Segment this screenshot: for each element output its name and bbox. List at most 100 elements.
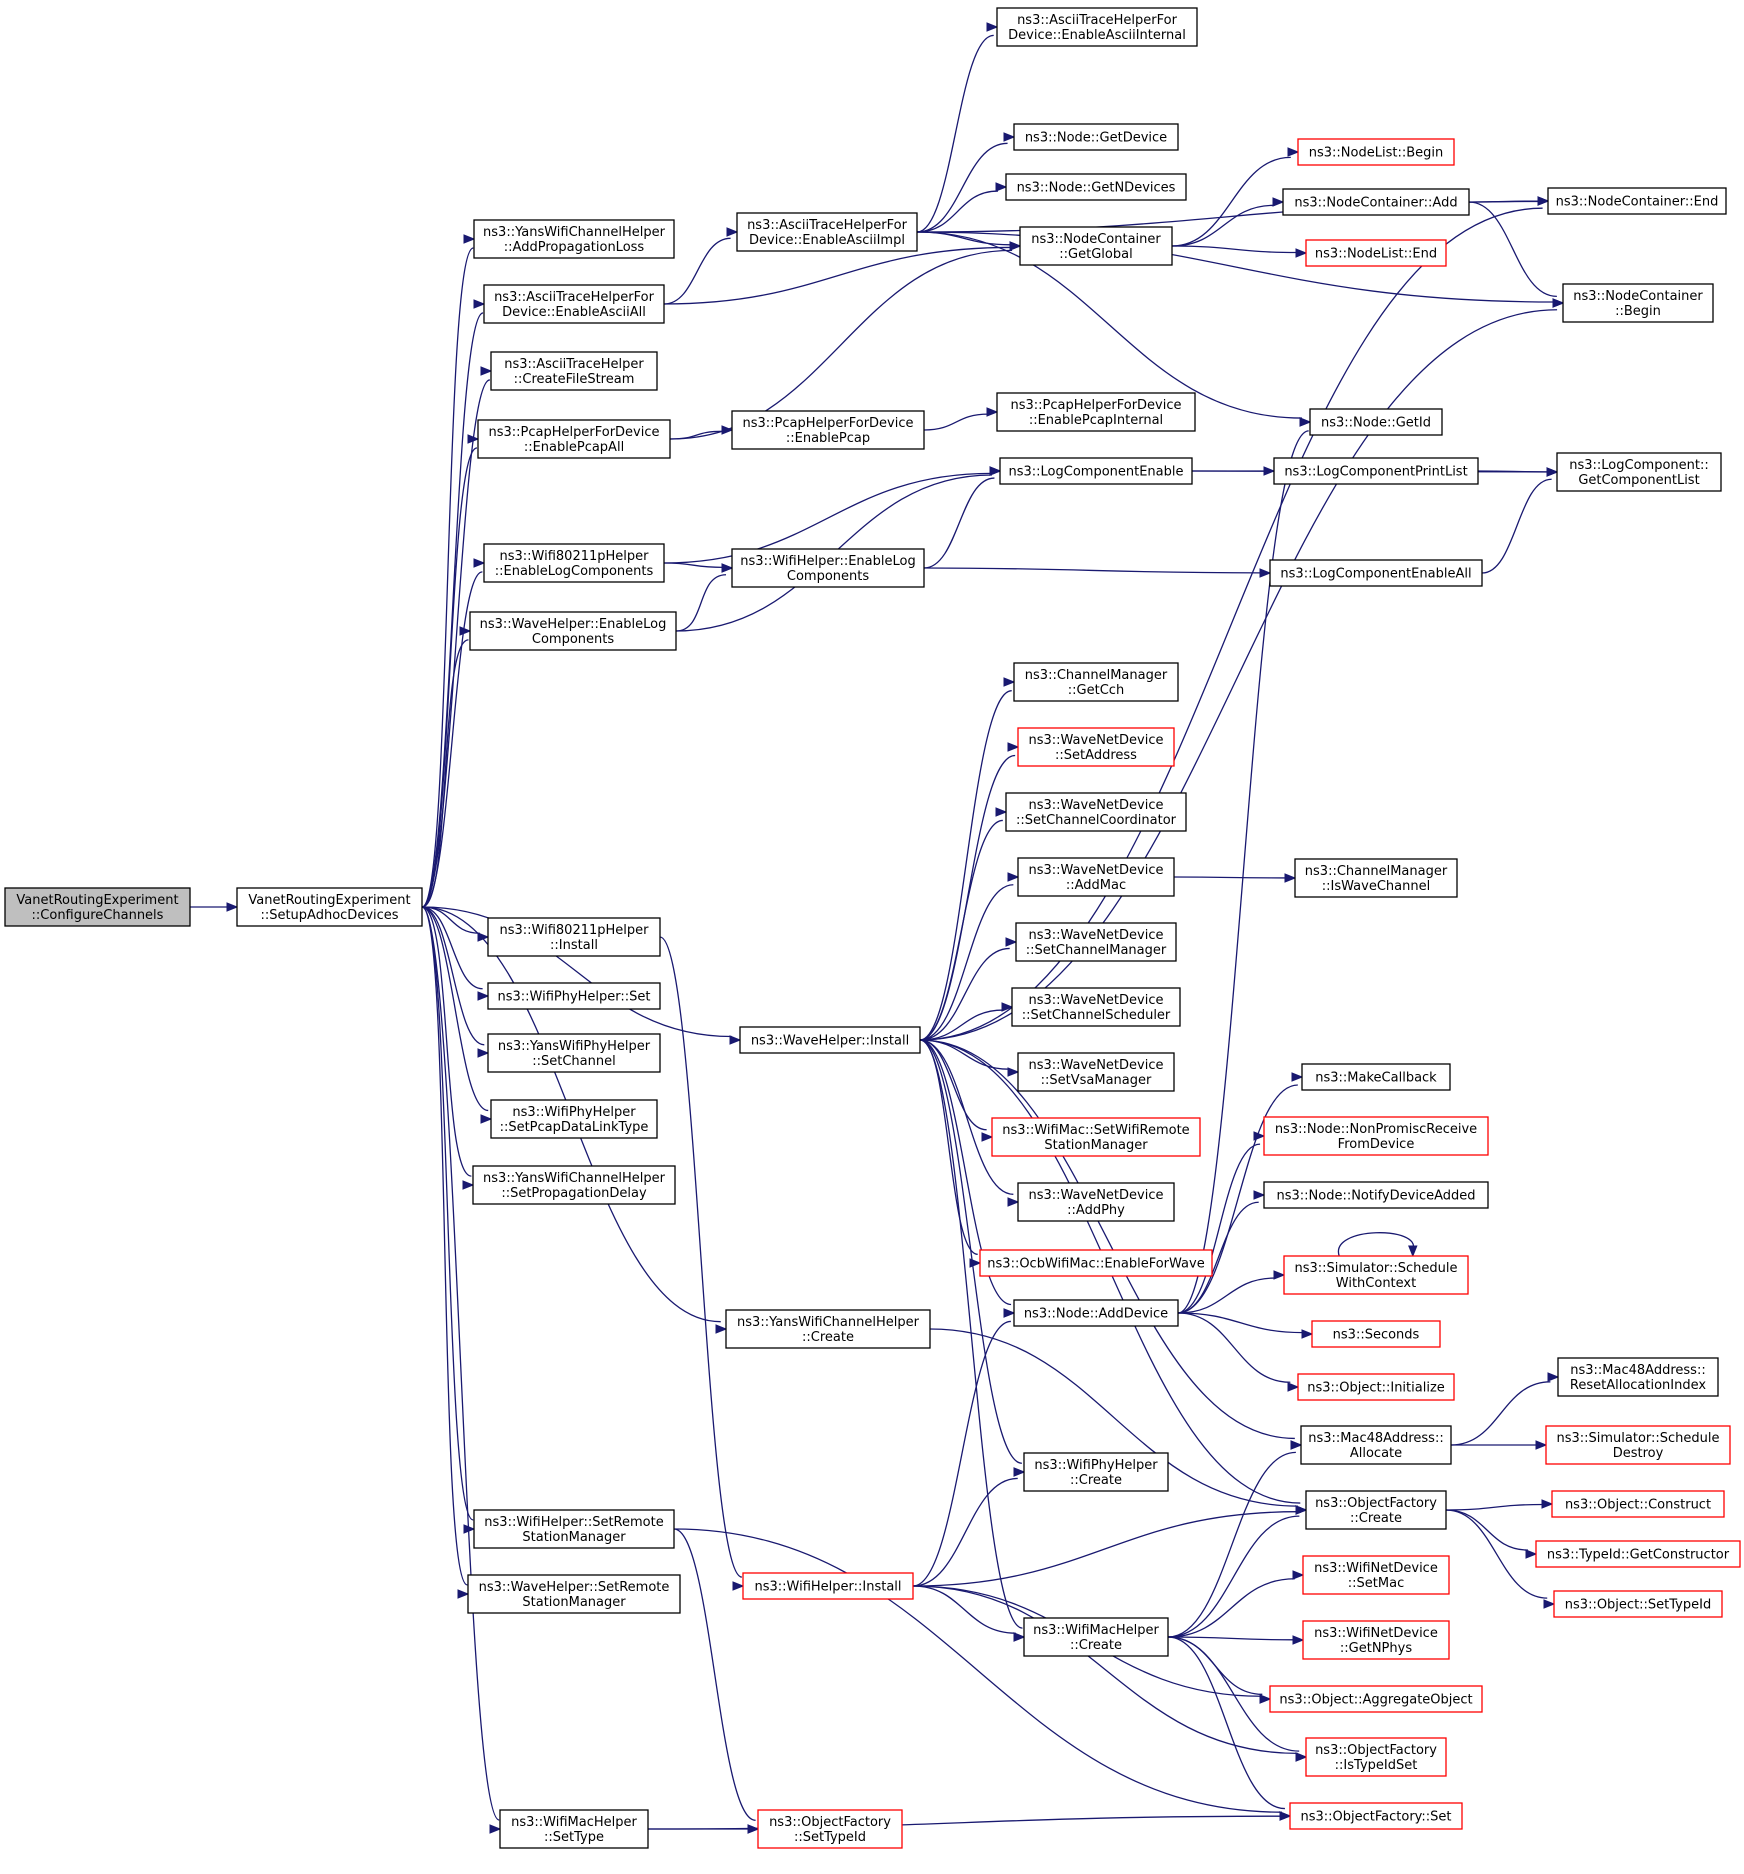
node-box[interactable] <box>1535 1540 1741 1568</box>
node-node-getdevice[interactable]: ns3::Node::GetDevice <box>1013 123 1179 151</box>
node-wave-install[interactable]: ns3::WaveHelper::Install <box>739 1026 921 1054</box>
node-box[interactable] <box>996 7 1198 47</box>
node-wnd-addmac[interactable]: ns3::WaveNetDevice::AddMac <box>1017 857 1175 897</box>
node-obj-initialize[interactable]: ns3::Object::Initialize <box>1297 1373 1455 1401</box>
node-wifimac-setremote[interactable]: ns3::WifiMac::SetWifiRemoteStationManage… <box>991 1117 1201 1157</box>
node-factory-set[interactable]: ns3::ObjectFactory::Set <box>1289 1802 1463 1830</box>
node-box[interactable] <box>1263 1181 1489 1209</box>
node-box[interactable] <box>1019 226 1173 266</box>
node-wnd-setaddress[interactable]: ns3::WaveNetDevice::SetAddress <box>1017 727 1175 767</box>
node-wifimac-create[interactable]: ns3::WifiMacHelper::Create <box>1023 1617 1169 1657</box>
node-ascii-enableall[interactable]: ns3::AsciiTraceHelperForDevice::EnableAs… <box>483 284 665 324</box>
node-box[interactable] <box>483 284 665 324</box>
node-box[interactable] <box>1273 457 1479 485</box>
node-box[interactable] <box>1013 1299 1179 1327</box>
node-box[interactable] <box>1023 1452 1169 1492</box>
node-box[interactable] <box>742 1572 914 1600</box>
node-box[interactable] <box>1553 1590 1723 1618</box>
node-chmgr-iswave[interactable]: ns3::ChannelManager::IsWaveChannel <box>1294 858 1458 898</box>
node-nodelist-begin[interactable]: ns3::NodeList::Begin <box>1297 138 1455 166</box>
node-typeid-getctor[interactable]: ns3::TypeId::GetConstructor <box>1535 1540 1741 1568</box>
node-factory-settypeid[interactable]: ns3::ObjectFactory::SetTypeId <box>757 1809 903 1849</box>
node-box[interactable] <box>1305 1490 1447 1530</box>
node-box[interactable] <box>999 457 1193 485</box>
node-nodelist-end[interactable]: ns3::NodeList::End <box>1305 239 1447 267</box>
node-w80211p-install[interactable]: ns3::Wifi80211pHelper::Install <box>487 917 661 957</box>
node-box[interactable] <box>1301 1063 1451 1091</box>
node-box[interactable] <box>467 1574 681 1614</box>
node-logcomp-getlist[interactable]: ns3::LogComponent::GetComponentList <box>1556 452 1722 492</box>
node-box[interactable] <box>1011 987 1181 1027</box>
node-wifiphy-set[interactable]: ns3::WifiPhyHelper::Set <box>487 982 661 1010</box>
node-box[interactable] <box>979 1249 1213 1277</box>
node-box[interactable] <box>736 212 918 252</box>
node-box[interactable] <box>469 611 677 651</box>
node-box[interactable] <box>1013 123 1179 151</box>
node-wnd-addphy[interactable]: ns3::WaveNetDevice::AddPhy <box>1017 1182 1175 1222</box>
node-box[interactable] <box>1300 1425 1452 1465</box>
node-box[interactable] <box>1013 662 1179 702</box>
node-factory-create[interactable]: ns3::ObjectFactory::Create <box>1305 1490 1447 1530</box>
node-box[interactable] <box>487 917 661 957</box>
node-factory-istypeidset[interactable]: ns3::ObjectFactory::IsTypeIdSet <box>1305 1737 1447 1777</box>
node-ocb-enablewave[interactable]: ns3::OcbWifiMac::EnableForWave <box>979 1249 1213 1277</box>
node-box[interactable] <box>1302 1555 1450 1595</box>
node-box[interactable] <box>996 392 1196 432</box>
node-wave-enablelog[interactable]: ns3::WaveHelper::EnableLogComponents <box>469 611 677 651</box>
node-node-adddevice[interactable]: ns3::Node::AddDevice <box>1013 1299 1179 1327</box>
node-box[interactable] <box>739 1026 921 1054</box>
node-box[interactable] <box>1015 922 1177 962</box>
node-pcap-enableall[interactable]: ns3::PcapHelperForDevice::EnablePcapAll <box>477 419 671 459</box>
node-nc-add[interactable]: ns3::NodeContainer::Add <box>1282 188 1470 216</box>
node-box[interactable] <box>477 419 671 459</box>
node-node-notifyadded[interactable]: ns3::Node::NotifyDeviceAdded <box>1263 1181 1489 1209</box>
node-box[interactable] <box>1017 727 1175 767</box>
node-box[interactable] <box>499 1809 649 1849</box>
node-box[interactable] <box>1547 187 1727 215</box>
node-wifihelper-install[interactable]: ns3::WifiHelper::Install <box>742 1572 914 1600</box>
node-box[interactable] <box>1289 1802 1463 1830</box>
node-wifinet-getnphys[interactable]: ns3::WifiNetDevice::GetNPhys <box>1302 1620 1450 1660</box>
node-wifinet-setmac[interactable]: ns3::WifiNetDevice::SetMac <box>1302 1555 1450 1595</box>
node-box[interactable] <box>1023 1617 1169 1657</box>
node-box[interactable] <box>473 219 675 259</box>
node-box[interactable] <box>1562 283 1714 323</box>
node-box[interactable] <box>4 887 191 927</box>
node-box[interactable] <box>1305 1737 1447 1777</box>
node-root[interactable]: VanetRoutingExperiment::ConfigureChannel… <box>4 887 191 927</box>
node-logcomp-enable[interactable]: ns3::LogComponentEnable <box>999 457 1193 485</box>
node-box[interactable] <box>1302 1620 1450 1660</box>
node-box[interactable] <box>1269 559 1483 587</box>
node-box[interactable] <box>490 351 658 391</box>
node-node-getid[interactable]: ns3::Node::GetId <box>1309 408 1443 436</box>
node-w80211p-enablelog[interactable]: ns3::Wifi80211pHelper::EnableLogComponen… <box>483 543 665 583</box>
node-box[interactable] <box>1551 1490 1725 1518</box>
node-box[interactable] <box>1017 1182 1175 1222</box>
node-wifiphy-create[interactable]: ns3::WifiPhyHelper::Create <box>1023 1452 1169 1492</box>
node-box[interactable] <box>731 410 925 450</box>
node-box[interactable] <box>1294 858 1458 898</box>
node-box[interactable] <box>731 548 925 588</box>
node-box[interactable] <box>1556 452 1722 492</box>
node-obj-construct[interactable]: ns3::Object::Construct <box>1551 1490 1725 1518</box>
node-wifiphy-setpcap[interactable]: ns3::WifiPhyHelper::SetPcapDataLinkType <box>490 1099 658 1139</box>
node-box[interactable] <box>1297 1373 1455 1401</box>
node-nc-end[interactable]: ns3::NodeContainer::End <box>1547 187 1727 215</box>
node-box[interactable] <box>1545 1425 1731 1465</box>
node-box[interactable] <box>1311 1320 1441 1348</box>
node-wnd-setchsched[interactable]: ns3::WaveNetDevice::SetChannelScheduler <box>1011 987 1181 1027</box>
node-box[interactable] <box>236 887 423 927</box>
node-yanschan-setdelay[interactable]: ns3::YansWifiChannelHelper::SetPropagati… <box>472 1165 676 1205</box>
node-box[interactable] <box>757 1809 903 1849</box>
node-box[interactable] <box>1263 1116 1489 1156</box>
node-box[interactable] <box>1282 188 1470 216</box>
node-node-getndevices[interactable]: ns3::Node::GetNDevices <box>1005 173 1187 201</box>
node-mac48-reset[interactable]: ns3::Mac48Address::ResetAllocationIndex <box>1557 1357 1719 1397</box>
node-ascii-enableimpl[interactable]: ns3::AsciiTraceHelperForDevice::EnableAs… <box>736 212 918 252</box>
node-box[interactable] <box>1005 792 1187 832</box>
